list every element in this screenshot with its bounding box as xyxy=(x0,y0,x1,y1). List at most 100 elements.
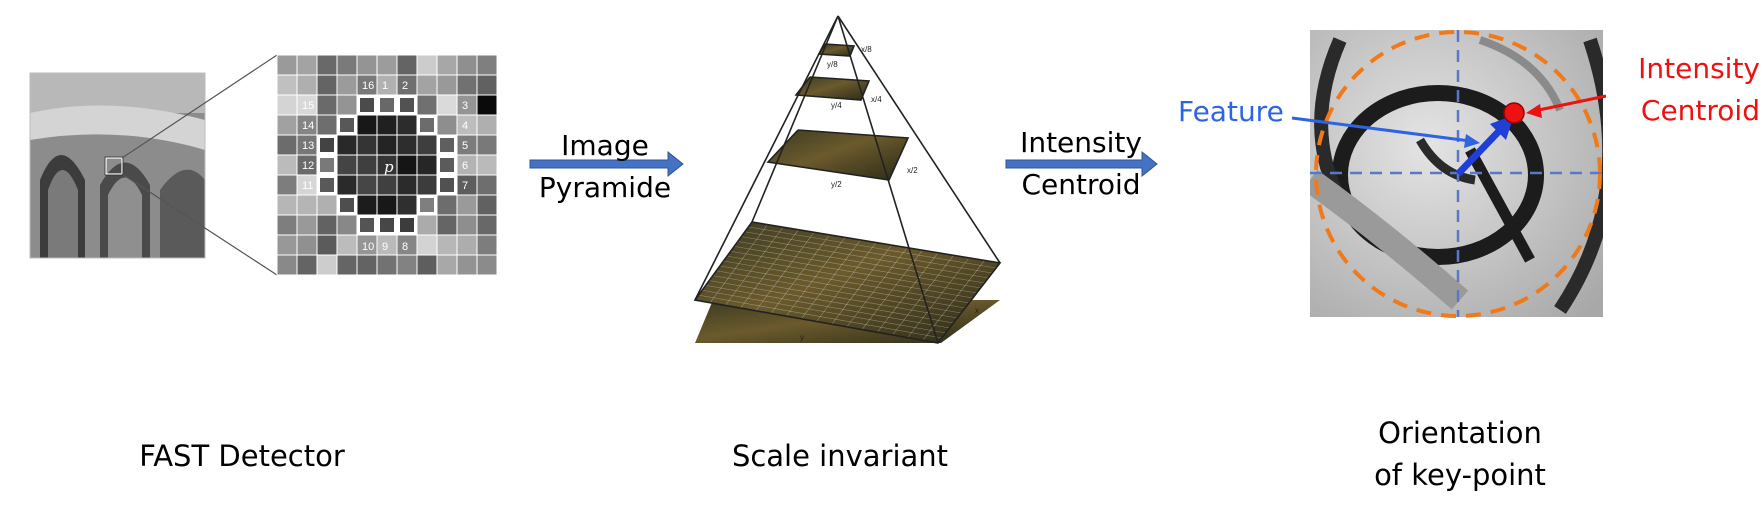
grid-cell xyxy=(276,54,298,76)
grid-cell xyxy=(436,114,458,136)
image-pyramid: x/8 y/8 x/4 y/4 x/2 y/2 x y xyxy=(693,15,1002,344)
grid-cell xyxy=(456,74,478,96)
grid-cell xyxy=(376,254,398,276)
mesh-line xyxy=(748,226,997,269)
orientation-vector xyxy=(1455,125,1505,177)
circle-pixel xyxy=(437,155,457,175)
pyr-label-y2: y/2 xyxy=(831,180,842,189)
grid-cell xyxy=(396,54,418,76)
grid-cell xyxy=(416,54,438,76)
mesh-line xyxy=(730,250,977,294)
grid-cell xyxy=(476,94,498,116)
pyr-label-x: x xyxy=(975,306,979,315)
circle-pixel xyxy=(357,215,377,235)
mesh-line xyxy=(737,241,985,284)
grid-cell xyxy=(456,254,478,276)
grid-cell xyxy=(336,74,358,96)
patch-orange-circle xyxy=(1314,30,1602,318)
grid-cell xyxy=(336,254,358,276)
center-pixel-label: p xyxy=(384,158,394,176)
grid-cell xyxy=(296,74,318,96)
intensity-centroid-line2: Centroid xyxy=(1021,168,1141,201)
mesh-line xyxy=(725,226,784,306)
grid-cell xyxy=(436,54,458,76)
grid-cell xyxy=(476,174,498,196)
grid-cell xyxy=(476,214,498,236)
grid-cell xyxy=(316,54,338,76)
feature-pointer-arrow xyxy=(1291,116,1471,143)
mesh-line xyxy=(734,246,981,289)
circle-pixel xyxy=(417,195,437,215)
grid-cell xyxy=(276,134,298,156)
grid-cell xyxy=(276,174,298,196)
circle-pixel xyxy=(337,115,357,135)
image-pyramide-label: Image Pyramide xyxy=(530,125,680,209)
grid-cell xyxy=(376,194,398,216)
grid-cell xyxy=(396,134,418,156)
grid-cell xyxy=(436,214,458,236)
grid-cell xyxy=(296,254,318,276)
circle-pixel xyxy=(317,155,337,175)
circle-pixel xyxy=(397,95,417,115)
mesh-line xyxy=(719,265,966,309)
mesh-line xyxy=(712,275,958,319)
grid-cell xyxy=(416,254,438,276)
mesh-line xyxy=(770,234,830,314)
grid-cell xyxy=(396,174,418,196)
grid-cell xyxy=(396,194,418,216)
circle-number-6: 6 xyxy=(462,160,468,172)
image-pyramide-line2: Pyramide xyxy=(538,171,672,204)
circle-pixel xyxy=(437,175,457,195)
mesh-line xyxy=(709,280,954,324)
grid-cell xyxy=(476,154,498,176)
grid-cell xyxy=(436,194,458,216)
fast-detector-caption: FAST Detector xyxy=(139,439,345,473)
circle-pixel xyxy=(357,95,377,115)
grid-cell xyxy=(476,254,498,276)
grid-cell xyxy=(316,114,338,136)
mesh-line xyxy=(723,260,970,304)
circle-number-13: 13 xyxy=(302,140,314,152)
grid-cell xyxy=(396,114,418,136)
image-pyramide-line1: Image xyxy=(561,129,649,162)
grid-cell xyxy=(316,254,338,276)
circle-number-2: 2 xyxy=(402,80,408,92)
pyramid-level-3 xyxy=(819,44,854,56)
grid-cell xyxy=(356,154,378,176)
centroid-pointer-head xyxy=(1526,104,1542,118)
circle-number-15: 15 xyxy=(302,100,314,112)
grid-cell xyxy=(416,154,438,176)
grid-cell xyxy=(436,234,458,256)
mesh-line xyxy=(755,232,815,311)
grid-cell xyxy=(436,94,458,116)
circle-pixel xyxy=(377,95,397,115)
grid-cell xyxy=(476,114,498,136)
mesh-line xyxy=(801,239,861,319)
grid-cell xyxy=(316,214,338,236)
circle-pixel xyxy=(317,135,337,155)
grid-cell xyxy=(276,94,298,116)
circle-number-10: 10 xyxy=(362,241,374,253)
grid-cell xyxy=(296,214,318,236)
intensity-centroid-arrow xyxy=(1005,150,1158,178)
pyramid-level-1 xyxy=(768,130,908,180)
centroid-callout-line2: Centroid xyxy=(1640,94,1760,127)
circle-pixel xyxy=(397,215,417,235)
mesh-line xyxy=(740,229,799,309)
grid-cell xyxy=(356,134,378,156)
grid-cell xyxy=(396,154,418,176)
orientation-caption-line2: of key-point xyxy=(1374,458,1546,492)
scale-invariant-caption: Scale invariant xyxy=(731,439,949,473)
grid-cell xyxy=(376,134,398,156)
circle-pixel xyxy=(377,215,397,235)
grid-cell xyxy=(336,134,358,156)
mesh-line xyxy=(741,236,989,279)
pyramid-edges xyxy=(693,15,1002,344)
circle-pixel xyxy=(317,175,337,195)
feature-label: Feature xyxy=(1178,95,1284,128)
pyr-label-y: y xyxy=(800,333,804,342)
grid-cell xyxy=(276,194,298,216)
grid-cell xyxy=(316,234,338,256)
